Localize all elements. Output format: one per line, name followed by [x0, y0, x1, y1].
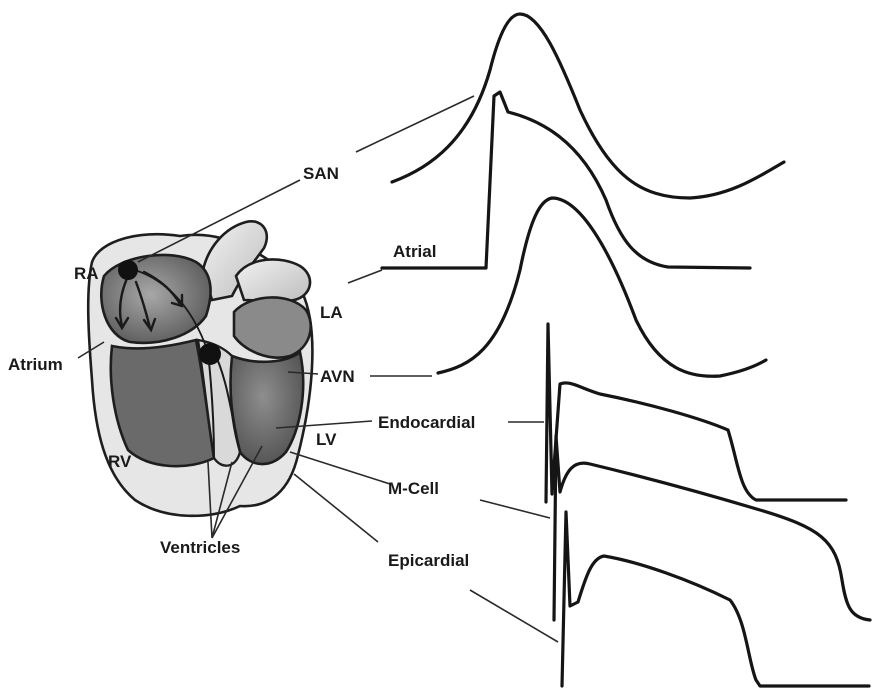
label-la: LA: [320, 303, 343, 322]
left-atrium-chamber: [234, 297, 311, 357]
label-ra: RA: [74, 264, 99, 283]
label-epicardial: Epicardial: [388, 551, 469, 570]
leader-epi-heart: [294, 474, 378, 542]
atrial-waveform: [382, 92, 750, 268]
action-potential-waveforms: [382, 14, 870, 686]
label-san: SAN: [303, 164, 339, 183]
label-ventricles: Ventricles: [160, 538, 240, 557]
av-node: [199, 343, 221, 365]
sa-node: [118, 260, 138, 280]
label-rv: RV: [108, 452, 132, 471]
right-ventricle-chamber: [111, 340, 214, 466]
leader-atrial: [348, 270, 382, 283]
san-waveform: [392, 14, 784, 198]
label-m-cell: M-Cell: [388, 479, 439, 498]
pulmonary-vessel: [236, 259, 310, 301]
label-avn: AVN: [320, 367, 355, 386]
leader-san-wave: [356, 96, 474, 152]
heart-illustration: [88, 221, 312, 516]
label-endocardial: Endocardial: [378, 413, 475, 432]
label-atrial: Atrial: [393, 242, 436, 261]
leader-epi-wave: [470, 590, 558, 642]
endocardial-waveform: [546, 324, 846, 502]
leader-mcell-wave: [480, 500, 550, 518]
label-atrium: Atrium: [8, 355, 63, 374]
leader-mcell-heart: [290, 452, 390, 484]
label-lv: LV: [316, 430, 337, 449]
